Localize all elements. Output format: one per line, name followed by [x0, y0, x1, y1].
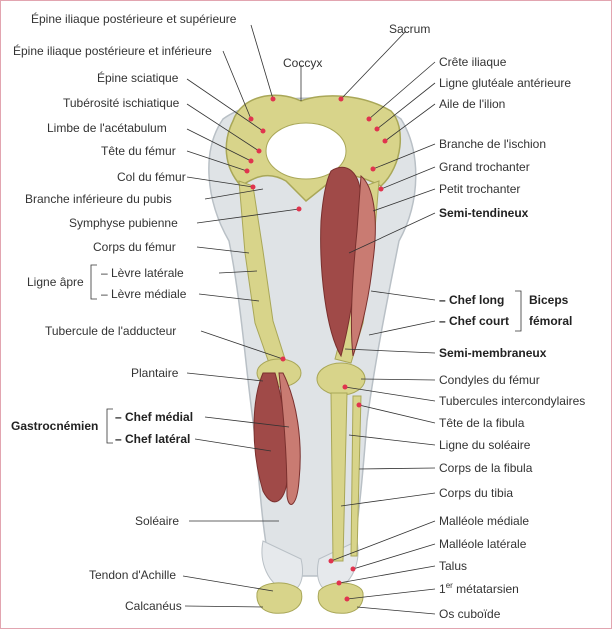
label-semi-tendineux: Semi-tendineux	[439, 206, 528, 220]
label-petit-trochanter: Petit trochanter	[439, 182, 520, 196]
right-fibula	[351, 396, 361, 556]
label-corps-fibula: Corps de la fibula	[439, 461, 532, 475]
label-femoral: fémoral	[529, 314, 572, 328]
label-plantaire: Plantaire	[131, 366, 178, 380]
label-ligne-soleaire: Ligne du soléaire	[439, 438, 530, 452]
label-malleole-laterale: Malléole latérale	[439, 537, 526, 551]
label-malleole-mediale: Malléole médiale	[439, 514, 529, 528]
label-levre-mediale: – Lèvre médiale	[101, 287, 186, 301]
label-col-femur: Col du fémur	[117, 170, 186, 184]
label-biceps: Biceps	[529, 293, 568, 307]
label-limbe-acetabulum: Limbe de l'acétabulum	[47, 121, 167, 135]
label-epine-iliaque-post-sup: Épine iliaque postérieure et supérieure	[31, 12, 236, 26]
label-chef-long: – Chef long	[439, 293, 504, 307]
label-chef-lateral: – Chef latéral	[115, 432, 190, 446]
label-ligne-glut-ant: Ligne glutéale antérieure	[439, 76, 571, 90]
label-epine-iliaque-post-inf: Épine iliaque postérieure et inférieure	[13, 44, 212, 58]
right-knee	[317, 363, 365, 395]
label-levre-laterale: – Lèvre latérale	[101, 266, 184, 280]
label-coccyx: Coccyx	[283, 56, 322, 70]
label-symphyse-pubienne: Symphyse pubienne	[69, 216, 178, 230]
label-semi-membraneux: Semi-membraneux	[439, 346, 546, 360]
label-sacrum: Sacrum	[389, 22, 430, 36]
label-os-cuboide: Os cuboïde	[439, 607, 500, 621]
label-tubercule-adducteur: Tubercule de l'adducteur	[45, 324, 176, 338]
label-chef-court: – Chef court	[439, 314, 509, 328]
label-tuberosite-ischiatique: Tubérosité ischiatique	[63, 96, 179, 110]
label-tete-fibula: Tête de la fibula	[439, 416, 524, 430]
label-corps-tibia: Corps du tibia	[439, 486, 513, 500]
label-branche-ischion: Branche de l'ischion	[439, 137, 546, 151]
label-calcaneus: Calcanéus	[125, 599, 182, 613]
label-ligne-apre: Ligne âpre	[27, 275, 84, 289]
label-epine-sciatique: Épine sciatique	[97, 71, 178, 85]
label-branche-inf-pubis: Branche inférieure du pubis	[25, 192, 172, 206]
label-tendon-achille: Tendon d'Achille	[89, 568, 176, 582]
label-corps-femur: Corps du fémur	[93, 240, 176, 254]
label-metatarsien: 1er métatarsien	[439, 582, 519, 596]
left-foot	[257, 583, 302, 613]
label-crete-iliaque: Crête iliaque	[439, 55, 506, 69]
label-condyles-femur: Condyles du fémur	[439, 373, 540, 387]
label-talus: Talus	[439, 559, 467, 573]
label-tete-femur: Tête du fémur	[101, 144, 176, 158]
label-grand-trochanter: Grand trochanter	[439, 160, 530, 174]
label-chef-medial: – Chef médial	[115, 410, 193, 424]
label-tubercules-intercondylaires: Tubercules intercondylaires	[439, 394, 585, 408]
label-aile-ilion: Aile de l'ilion	[439, 97, 505, 111]
label-gastrocnemien: Gastrocnémien	[11, 419, 98, 433]
metatarsien-superscript: er	[446, 581, 453, 590]
label-soleaire: Soléaire	[135, 514, 179, 528]
metatarsien-number: 1	[439, 582, 446, 596]
metatarsien-text: métatarsien	[453, 582, 519, 596]
